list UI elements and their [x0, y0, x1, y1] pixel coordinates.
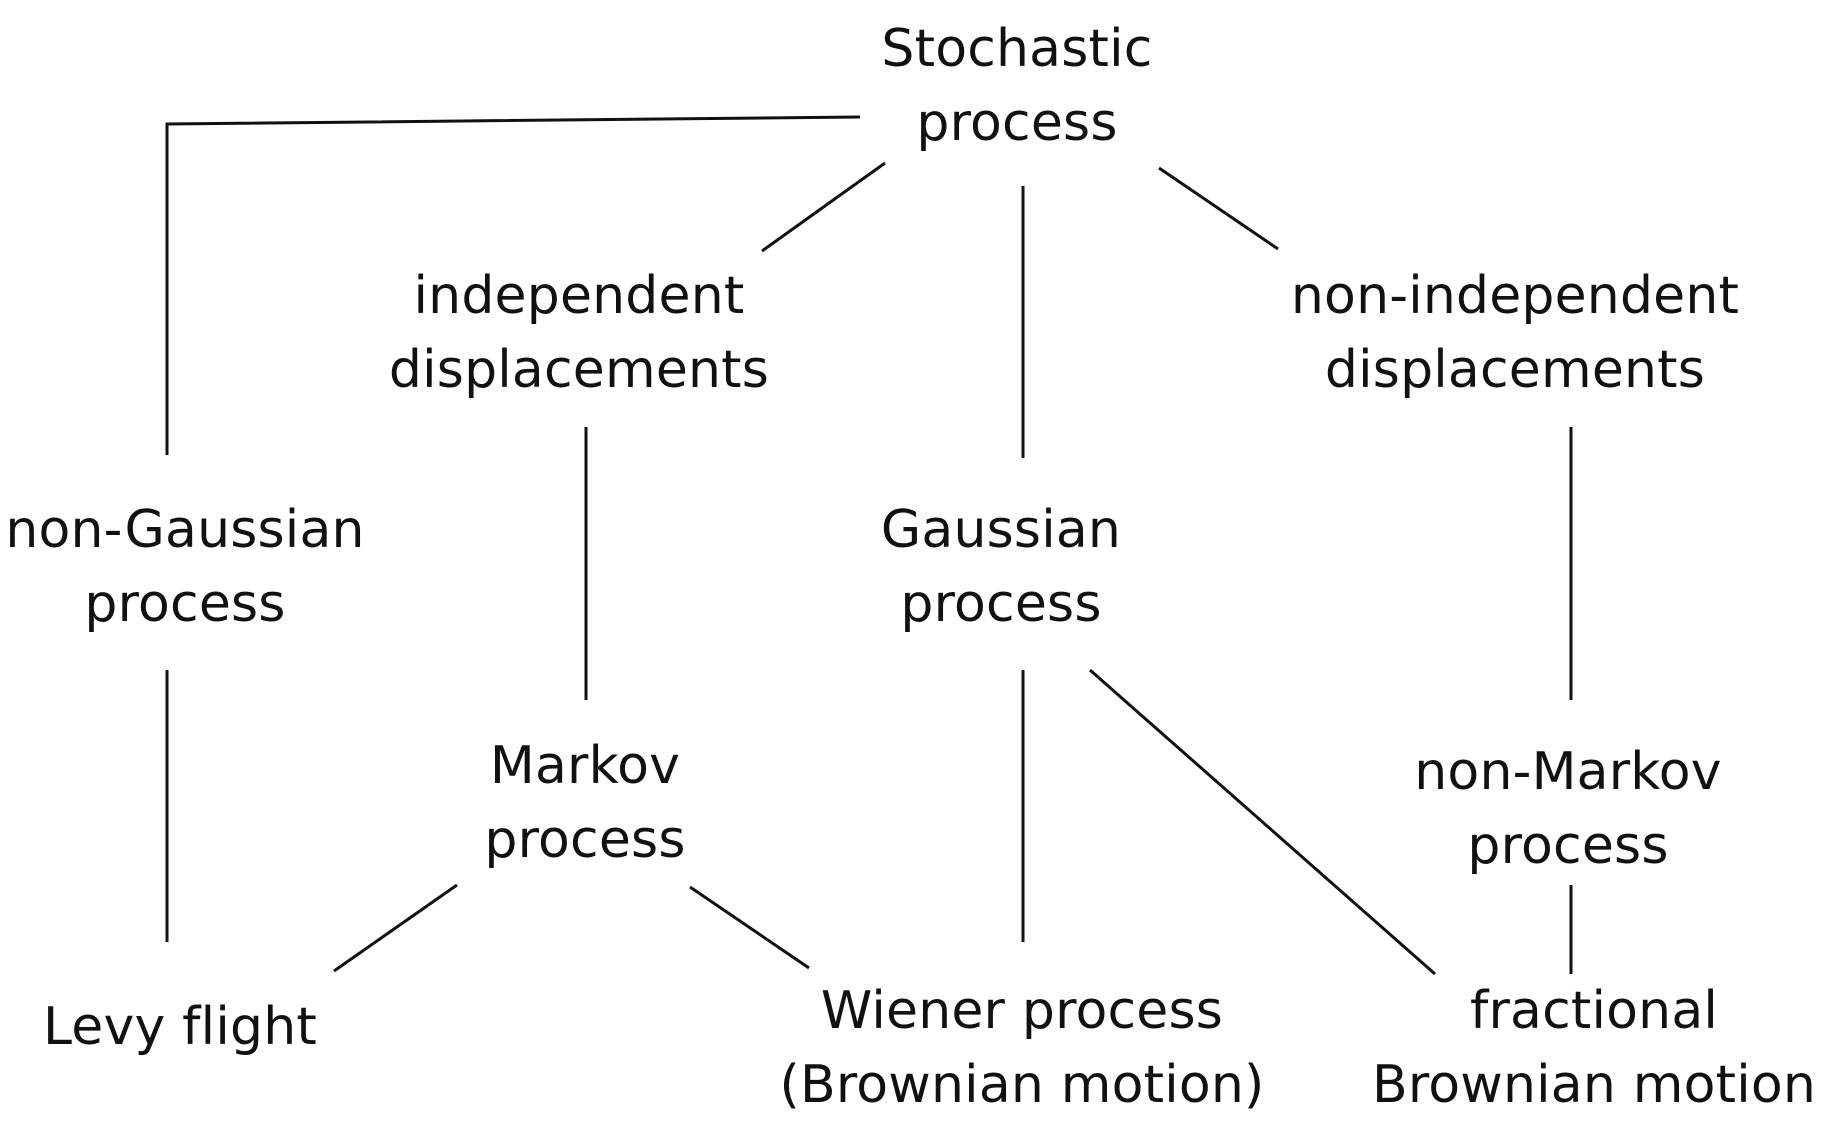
node-stochastic-process-line-2: process	[916, 93, 1118, 153]
node-levy-flight: Levy flight	[43, 990, 317, 1064]
node-non-gaussian-process: non-Gaussian process	[5, 493, 364, 641]
node-independent-displacements-line-2: displacements	[388, 340, 770, 400]
edge-markov-to-levy	[333, 883, 458, 973]
edge-stochastic-to-non-gaussian	[165, 115, 861, 455]
node-non-independent-displacements-line-2: displacements	[1324, 340, 1706, 400]
node-wiener-process-line-2: (Brownian motion)	[779, 1055, 1265, 1115]
node-stochastic-process: Stochastic process	[881, 12, 1152, 160]
node-non-gaussian-process-line-2: process	[84, 574, 286, 634]
edge-markov-to-wiener	[689, 885, 810, 970]
node-independent-displacements-line-1: independent	[413, 266, 745, 326]
node-non-markov-process-line-2: process	[1467, 816, 1669, 876]
node-non-markov-process-line-1: non-Markov	[1414, 742, 1722, 802]
node-gaussian-process: Gaussian process	[881, 493, 1121, 641]
node-levy-flight-line-1: Levy flight	[43, 997, 317, 1057]
node-non-independent-displacements: non-independent displacements	[1291, 259, 1739, 407]
edge-stochastic-to-independent	[761, 161, 886, 253]
node-fractional-brownian-motion-line-1: fractional	[1469, 981, 1719, 1041]
node-gaussian-process-line-1: Gaussian	[880, 500, 1122, 560]
node-non-markov-process: non-Markov process	[1414, 735, 1721, 883]
node-non-independent-displacements-line-1: non-independent	[1290, 266, 1740, 326]
edge-stochastic-to-non-independent	[1158, 166, 1279, 251]
node-fractional-brownian-motion-line-2: Brownian motion	[1371, 1055, 1817, 1115]
node-wiener-process-line-1: Wiener process	[820, 981, 1224, 1041]
node-non-gaussian-process-line-1: non-Gaussian	[5, 500, 365, 560]
node-gaussian-process-line-2: process	[900, 574, 1102, 634]
node-markov-process-line-1: Markov	[489, 736, 681, 796]
node-stochastic-process-line-1: Stochastic	[881, 19, 1153, 79]
edge-gaussian-to-fractional	[1089, 668, 1436, 976]
node-markov-process-line-2: process	[484, 810, 686, 870]
node-markov-process: Markov process	[484, 729, 685, 877]
node-independent-displacements: independent displacements	[389, 259, 769, 407]
node-wiener-process: Wiener process (Brownian motion)	[779, 974, 1264, 1122]
node-fractional-brownian-motion: fractional Brownian motion	[1372, 974, 1816, 1122]
